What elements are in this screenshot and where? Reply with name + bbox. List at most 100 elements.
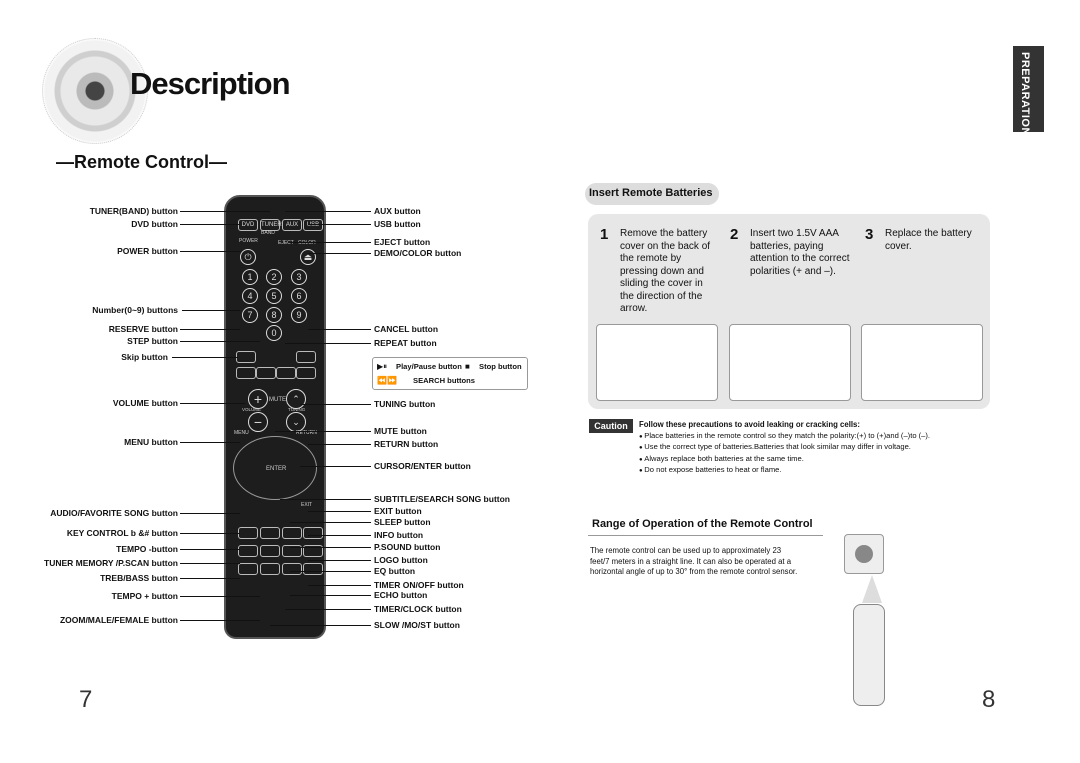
leader-line bbox=[180, 620, 260, 621]
battery-step-1-text: Remove the battery cover on the back of … bbox=[620, 228, 711, 314]
leader-line bbox=[290, 547, 371, 548]
search-small-icon: ⏪⏩ bbox=[377, 376, 397, 385]
leader-line bbox=[180, 549, 240, 550]
leader-line bbox=[308, 585, 371, 586]
caution-item: Place batteries in the remote control so… bbox=[639, 431, 930, 442]
leader-line bbox=[180, 513, 240, 514]
signal-beam bbox=[862, 575, 882, 603]
label-search: SEARCH buttons bbox=[413, 376, 476, 385]
caution-item: Use the correct type of batteries.Batter… bbox=[639, 442, 930, 453]
range-heading: Range of Operation of the Remote Control bbox=[592, 518, 813, 530]
remote-control-illustration: DVD TUNER AUX USB BAND POWER EJECT COLOR… bbox=[224, 195, 326, 639]
volume-up-icon: + bbox=[248, 389, 268, 409]
leader-line bbox=[308, 511, 371, 512]
cursor-pad bbox=[233, 436, 317, 500]
label-demo-color: DEMO/COLOR button bbox=[374, 248, 462, 258]
leader-line bbox=[308, 444, 371, 445]
remote-key-small bbox=[260, 527, 280, 539]
leader-line bbox=[172, 357, 238, 358]
remote-key-menu: MENU bbox=[234, 430, 249, 436]
leader-line bbox=[280, 499, 371, 500]
label-tuner-memory: TUNER MEMORY /P.SCAN button bbox=[44, 558, 178, 568]
remote-key-volume: VOLUME bbox=[242, 407, 262, 412]
remote-key-return: RETURN bbox=[296, 430, 317, 436]
leader-line bbox=[180, 578, 240, 579]
label-echo: ECHO button bbox=[374, 590, 428, 600]
leader-line bbox=[180, 329, 240, 330]
leader-line bbox=[300, 466, 371, 467]
search-forward-icon bbox=[296, 367, 316, 379]
leader-line bbox=[285, 343, 371, 344]
stop-small-icon: ■ bbox=[465, 362, 470, 371]
section-title-text: Remote Control bbox=[74, 152, 209, 172]
leader-line bbox=[180, 442, 240, 443]
page-title: Description bbox=[130, 66, 291, 101]
caution-list: Place batteries in the remote control so… bbox=[639, 431, 930, 477]
page-number-right: 8 bbox=[982, 686, 996, 713]
remote-digit-4: 4 bbox=[242, 288, 258, 304]
label-aux: AUX button bbox=[374, 206, 421, 216]
leader-line bbox=[300, 404, 371, 405]
stop-icon bbox=[256, 367, 276, 379]
label-cursor-enter: CURSOR/ENTER button bbox=[374, 461, 471, 471]
remote-key-small bbox=[282, 563, 302, 575]
label-tuner-band: TUNER(BAND) button bbox=[89, 206, 178, 216]
label-power: POWER button bbox=[117, 246, 178, 256]
leader-line bbox=[270, 625, 371, 626]
label-stop: Stop button bbox=[479, 362, 522, 371]
leader-line bbox=[290, 522, 371, 523]
play-search-callout: ▶⏸ Play/Pause button ■ Stop button ⏪⏩ SE… bbox=[372, 357, 528, 390]
leader-line bbox=[290, 242, 371, 243]
label-timer-onoff: TIMER ON/OFF button bbox=[374, 580, 464, 590]
play-pause-icon bbox=[276, 367, 296, 379]
caution-badge: Caution bbox=[589, 419, 633, 433]
skip-forward-icon bbox=[296, 351, 316, 363]
battery-step-2-number: 2 bbox=[730, 226, 739, 243]
label-tuning: TUNING button bbox=[374, 399, 436, 409]
play-pause-small-icon: ▶⏸ bbox=[377, 362, 388, 371]
remote-key-tuning: TUNING bbox=[288, 407, 306, 412]
remote-key-color: COLOR bbox=[298, 240, 316, 246]
leader-line bbox=[290, 595, 371, 596]
preparation-tab: PREPARATION bbox=[1013, 46, 1044, 136]
leader-line bbox=[308, 329, 371, 330]
leader-line bbox=[180, 224, 240, 225]
tuning-up-icon: ⌃ bbox=[286, 389, 306, 409]
label-info: INFO button bbox=[374, 530, 424, 540]
remote-digit-1: 1 bbox=[242, 269, 258, 285]
battery-illustration-3 bbox=[861, 324, 983, 401]
caution-item: Always replace both batteries at the sam… bbox=[639, 454, 930, 465]
leader-line bbox=[290, 571, 371, 572]
label-tempo-minus: TEMPO -button bbox=[116, 544, 178, 554]
leader-line bbox=[308, 560, 371, 561]
remote-key-small bbox=[260, 563, 280, 575]
batteries-heading-text: Insert Remote Batteries bbox=[589, 187, 713, 199]
label-cancel: CANCEL button bbox=[374, 324, 439, 334]
leader-line bbox=[180, 563, 240, 564]
label-menu: MENU button bbox=[124, 437, 178, 447]
remote-key-small bbox=[303, 563, 323, 575]
label-logo: LOGO button bbox=[374, 555, 428, 565]
label-return: RETURN button bbox=[374, 439, 439, 449]
remote-digit-7: 7 bbox=[242, 307, 258, 323]
label-exit: EXIT button bbox=[374, 506, 422, 516]
leader-line bbox=[285, 609, 371, 610]
range-text: The remote control can be used up to app… bbox=[590, 546, 798, 576]
label-eject: EJECT button bbox=[374, 237, 431, 247]
label-volume: VOLUME button bbox=[112, 398, 178, 408]
label-reserve: RESERVE button bbox=[108, 324, 178, 334]
label-slow: SLOW /MO/ST button bbox=[374, 620, 460, 630]
power-icon: ⏻ bbox=[240, 249, 256, 265]
label-eq: EQ button bbox=[374, 566, 416, 576]
label-zoom: ZOOM/MALE/FEMALE button bbox=[59, 615, 178, 625]
battery-steps-panel: 1 Remove the battery cover on the back o… bbox=[588, 214, 990, 409]
remote-key-dvd: DVD bbox=[238, 219, 258, 231]
label-tempo-plus: TEMPO + button bbox=[111, 591, 178, 601]
leader-line bbox=[180, 251, 240, 252]
remote-key-small bbox=[238, 527, 258, 539]
label-dvd: DVD button bbox=[131, 219, 178, 229]
battery-step-1-number: 1 bbox=[600, 226, 609, 243]
battery-illustration-2 bbox=[729, 324, 851, 401]
remote-key-tuner: TUNER bbox=[260, 219, 282, 231]
leader-line bbox=[180, 403, 245, 404]
